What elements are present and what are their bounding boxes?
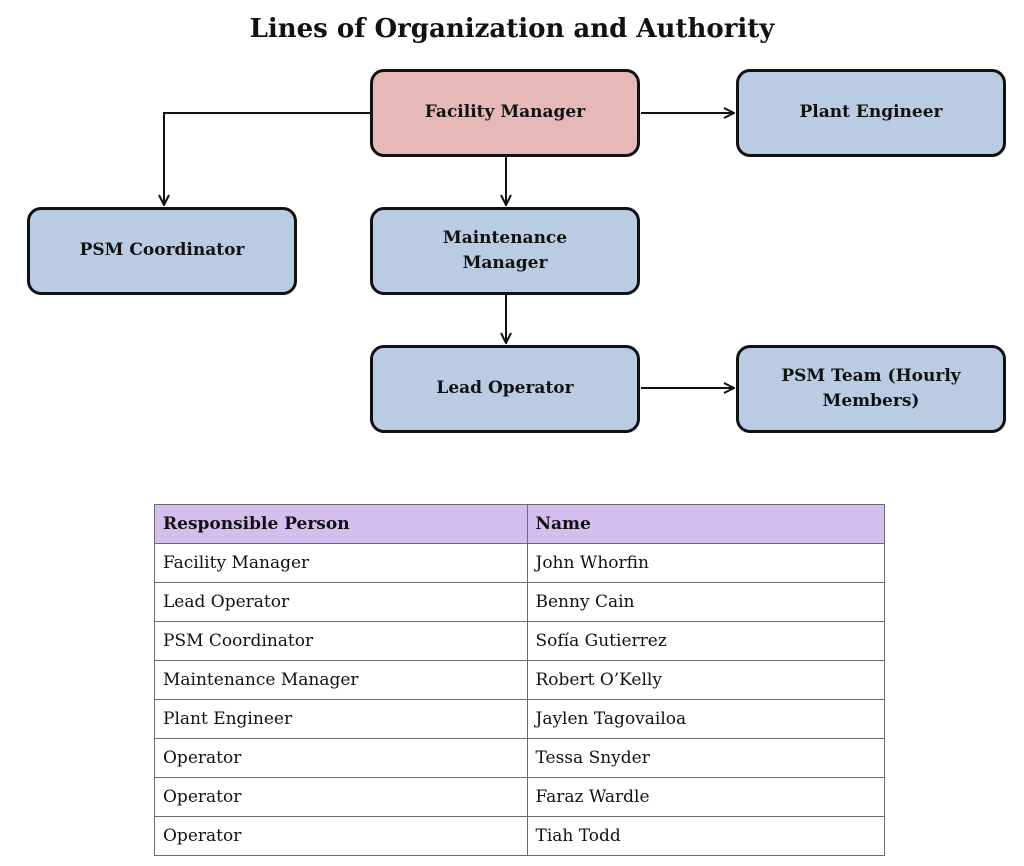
node-psm-team-label: PSM Team (Hourly Members): [781, 365, 961, 412]
page-title: Lines of Organization and Authority: [249, 14, 775, 44]
table-header-row: Responsible Person Name: [154, 504, 885, 544]
header-name: Name: [526, 504, 885, 544]
table-row: Facility Manager John Whorfin: [154, 543, 885, 583]
role-cell: Operator: [154, 777, 528, 817]
person-name-cell: Sofía Gutierrez: [526, 621, 885, 661]
person-name-cell: Tiah Todd: [526, 816, 885, 856]
role-cell: Operator: [154, 738, 528, 778]
table-row: Operator Tiah Todd: [154, 816, 885, 856]
person-name-cell: Jaylen Tagovailoa: [526, 699, 885, 739]
role-cell: Lead Operator: [154, 582, 528, 622]
role-cell: Facility Manager: [154, 543, 528, 583]
table-row: Operator Tessa Snyder: [154, 738, 885, 778]
person-name-cell: John Whorfin: [526, 543, 885, 583]
node-facility-manager: Facility Manager: [370, 69, 640, 157]
role-cell: Plant Engineer: [154, 699, 528, 739]
responsible-persons-table: Responsible Person Name Facility Manager…: [154, 504, 885, 856]
node-plant-engineer-label: Plant Engineer: [799, 102, 943, 123]
node-psm-team: PSM Team (Hourly Members): [736, 345, 1006, 433]
table-row: PSM Coordinator Sofía Gutierrez: [154, 621, 885, 661]
header-responsible-person: Responsible Person: [154, 504, 528, 544]
node-maintenance-manager-label: Maintenance Manager: [442, 227, 568, 274]
node-psm-coordinator-label: PSM Coordinator: [79, 240, 245, 261]
node-lead-operator-label: Lead Operator: [436, 378, 574, 399]
table-row: Lead Operator Benny Cain: [154, 582, 885, 622]
node-maintenance-manager: Maintenance Manager: [370, 207, 640, 295]
role-cell: PSM Coordinator: [154, 621, 528, 661]
person-name-cell: Robert O’Kelly: [526, 660, 885, 700]
node-psm-coordinator: PSM Coordinator: [27, 207, 297, 295]
node-facility-manager-label: Facility Manager: [424, 102, 586, 123]
node-lead-operator: Lead Operator: [370, 345, 640, 433]
node-plant-engineer: Plant Engineer: [736, 69, 1006, 157]
person-name-cell: Tessa Snyder: [526, 738, 885, 778]
table-row: Plant Engineer Jaylen Tagovailoa: [154, 699, 885, 739]
table-row: Maintenance Manager Robert O’Kelly: [154, 660, 885, 700]
role-cell: Operator: [154, 816, 528, 856]
role-cell: Maintenance Manager: [154, 660, 528, 700]
table-row: Operator Faraz Wardle: [154, 777, 885, 817]
person-name-cell: Benny Cain: [526, 582, 885, 622]
connector-facility-to-psm-coordinator: [164, 112, 370, 205]
person-name-cell: Faraz Wardle: [526, 777, 885, 817]
